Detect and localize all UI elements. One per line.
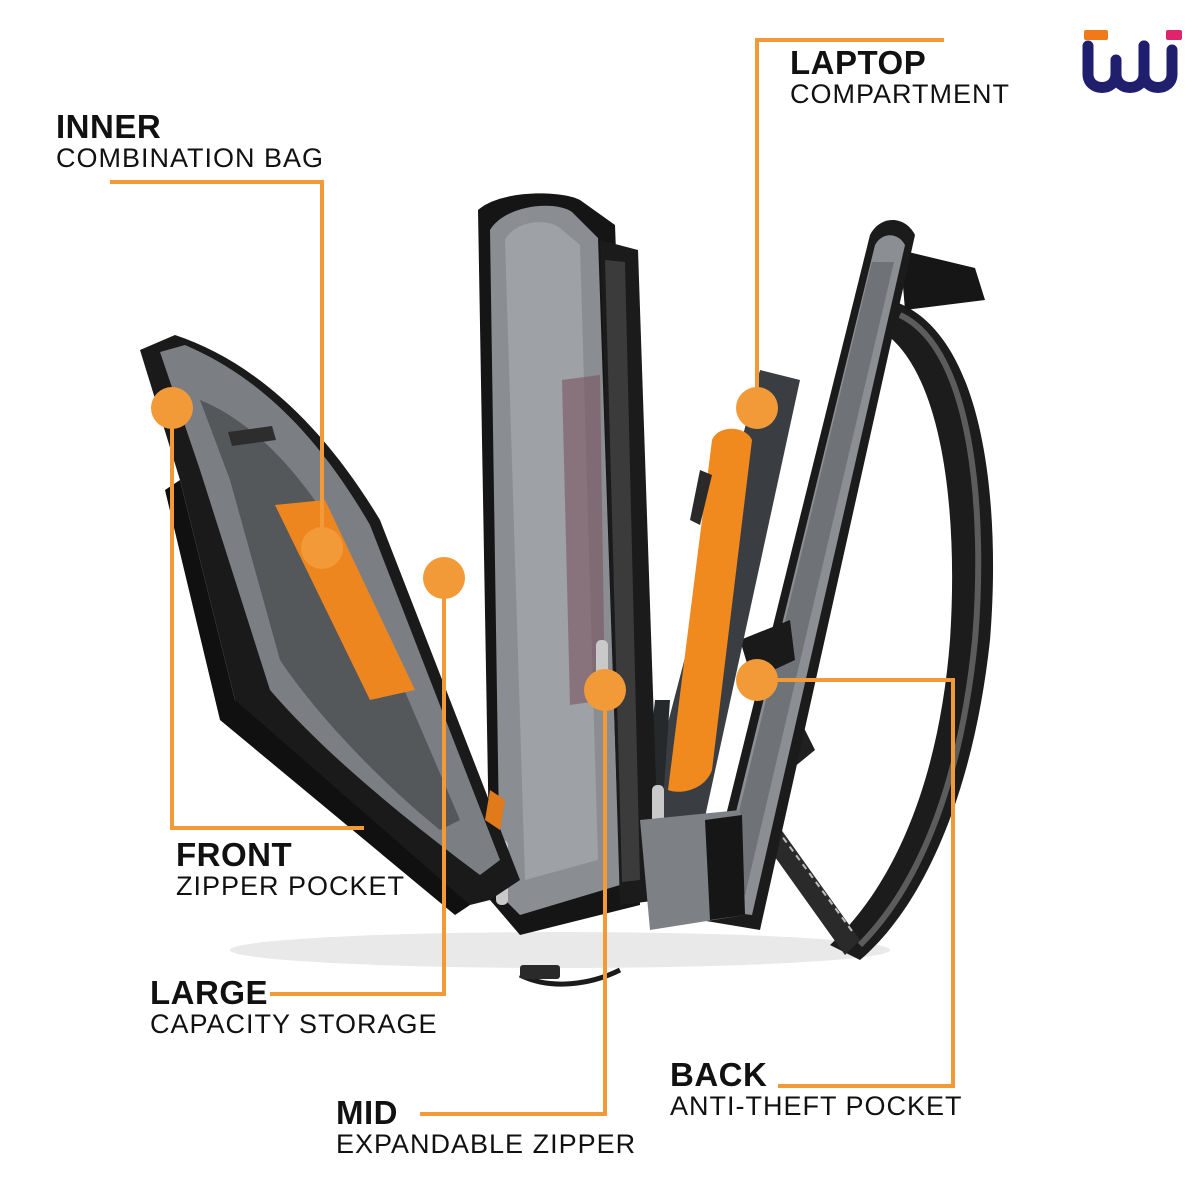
lock-cable xyxy=(518,967,622,987)
marker-laptop xyxy=(736,387,778,429)
callout-mid: MID EXPANDABLE ZIPPER xyxy=(336,1096,636,1158)
brand-logo-icon xyxy=(1082,30,1182,93)
leader-line-large xyxy=(270,576,446,996)
callout-title: BACK xyxy=(670,1056,768,1093)
callout-title: LARGE xyxy=(150,974,268,1011)
callout-subtitle: COMBINATION BAG xyxy=(56,143,325,173)
ground-shadow xyxy=(230,932,890,968)
leader-line-front xyxy=(170,406,364,830)
back-panel xyxy=(700,220,915,930)
marker-front xyxy=(151,387,193,429)
callout-title: FRONT xyxy=(176,836,293,873)
leader-line-mid xyxy=(420,688,607,1116)
front-panel xyxy=(140,335,520,915)
leader-line-back xyxy=(755,678,955,1088)
callout-laptop: LAPTOP COMPARTMENT xyxy=(790,46,1010,108)
callout-front: FRONT ZIPPER POCKET xyxy=(176,838,405,900)
marker-inner xyxy=(301,527,343,569)
marker-mid xyxy=(584,669,626,711)
callout-subtitle: ANTI-THEFT POCKET xyxy=(670,1091,963,1121)
callout-subtitle: EXPANDABLE ZIPPER xyxy=(336,1129,637,1159)
center-body xyxy=(478,193,745,935)
callout-inner: INNER COMBINATION BAG xyxy=(56,110,324,172)
marker-large xyxy=(423,557,465,599)
callout-subtitle: CAPACITY STORAGE xyxy=(150,1009,438,1039)
callout-title: INNER xyxy=(56,108,162,145)
callout-title: LAPTOP xyxy=(790,44,927,81)
callout-back: BACK ANTI-THEFT POCKET xyxy=(670,1058,963,1120)
callout-title: MID xyxy=(336,1094,398,1131)
marker-back xyxy=(736,659,778,701)
callout-subtitle: COMPARTMENT xyxy=(790,79,1010,109)
callout-lines xyxy=(110,38,955,1116)
callout-markers xyxy=(151,387,778,711)
callout-large: LARGE CAPACITY STORAGE xyxy=(150,976,438,1038)
lock-body xyxy=(520,965,560,979)
leader-line-laptop xyxy=(755,38,944,410)
callout-subtitle: ZIPPER POCKET xyxy=(176,871,406,901)
leader-line-inner xyxy=(110,180,324,550)
